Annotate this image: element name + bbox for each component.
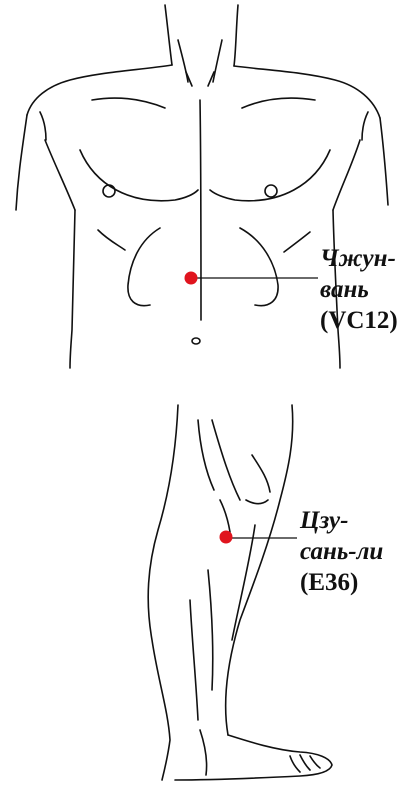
point-name-line1: Цзу- bbox=[300, 505, 383, 536]
point-name-line2: сань-ли bbox=[300, 536, 383, 567]
point-label-vc12: Чжун- вань (VC12) bbox=[320, 243, 398, 336]
point-lines bbox=[191, 278, 318, 538]
point-code: (VC12) bbox=[320, 305, 398, 336]
point-name-line2: вань bbox=[320, 274, 398, 305]
acupoint-dot-e36 bbox=[220, 531, 233, 544]
point-label-e36: Цзу- сань-ли (E36) bbox=[300, 505, 383, 598]
acupoint-dot-vc12 bbox=[185, 272, 198, 285]
point-name-line1: Чжун- bbox=[320, 243, 398, 274]
point-code: (E36) bbox=[300, 567, 383, 598]
